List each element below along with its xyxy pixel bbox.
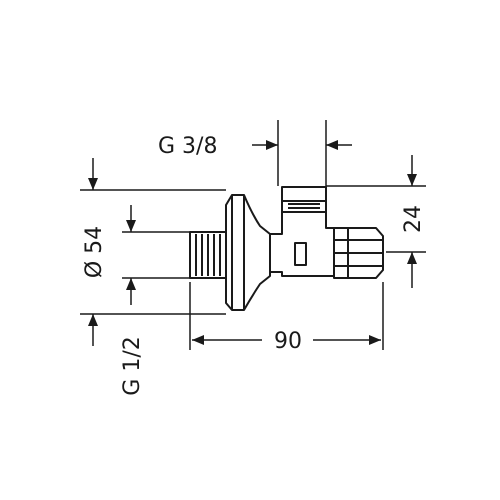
handwheel (333, 227, 384, 279)
dim-label-g38: G 3/8 (158, 134, 217, 159)
valve-body (270, 211, 335, 277)
dim-label-d54: Ø 54 (82, 226, 107, 278)
rosette-flange (225, 194, 271, 311)
dim-label-g12: G 1/2 (120, 336, 145, 395)
outlet-nut (281, 186, 327, 202)
dim-label-90: 90 (274, 329, 302, 354)
body-window (294, 242, 307, 266)
dimension-arrows (88, 140, 417, 346)
dim-label-24: 24 (401, 205, 426, 233)
extension-lines (80, 120, 426, 350)
angle-valve-outline (189, 186, 384, 311)
